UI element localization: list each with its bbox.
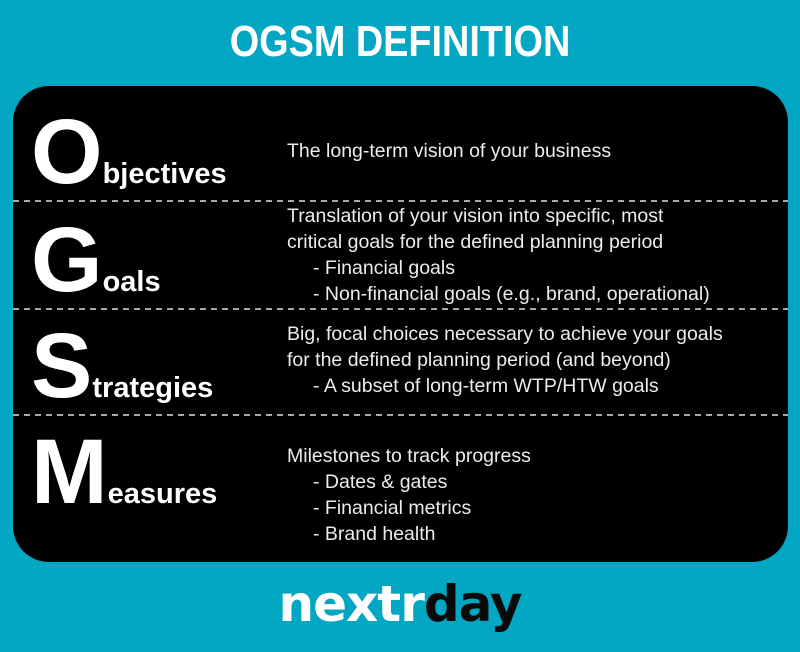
desc-goals: Translation of your vision into specific… xyxy=(287,203,710,307)
divider xyxy=(13,414,788,416)
desc-objectives: The long-term vision of your business xyxy=(287,138,611,164)
desc-bullet: - A subset of long-term WTP/HTW goals xyxy=(313,375,659,397)
divider xyxy=(13,200,788,202)
term-rest: bjectives xyxy=(102,158,227,190)
desc-bullet: - Dates & gates xyxy=(313,471,448,493)
term-letter: O xyxy=(31,101,103,203)
desc-bullet: - Financial goals xyxy=(313,257,455,279)
term-letter: S xyxy=(31,315,92,417)
term-letter: M xyxy=(31,421,108,523)
logo-part-nextr: nextr xyxy=(278,575,425,633)
term-measures: Measures xyxy=(31,426,217,518)
term-rest: trategies xyxy=(92,372,214,404)
nextrday-logo: nextrday xyxy=(0,574,800,634)
term-rest: easures xyxy=(107,478,218,510)
desc-strategies: Big, focal choices necessary to achieve … xyxy=(287,321,723,399)
term-goals: Goals xyxy=(31,214,161,306)
desc-bullet: - Financial metrics xyxy=(313,497,472,519)
desc-measures: Milestones to track progress - Dates & g… xyxy=(287,443,531,547)
term-objectives: Objectives xyxy=(31,106,227,198)
desc-line: Big, focal choices necessary to achieve … xyxy=(287,323,723,345)
page-title: OGSM DEFINITION xyxy=(229,17,571,66)
desc-line: Translation of your vision into specific… xyxy=(287,205,664,227)
desc-line: critical goals for the defined planning … xyxy=(287,231,664,253)
desc-line: for the defined planning period (and bey… xyxy=(287,349,671,371)
logo-part-day: day xyxy=(423,575,523,633)
desc-line: Milestones to track progress xyxy=(287,445,531,467)
desc-bullet: - Brand health xyxy=(313,523,436,545)
term-letter: G xyxy=(31,209,103,311)
ogsm-card: Objectives The long-term vision of your … xyxy=(13,86,788,562)
divider xyxy=(13,308,788,310)
term-strategies: Strategies xyxy=(31,320,213,412)
desc-bullet: - Non-financial goals (e.g., brand, oper… xyxy=(313,283,710,305)
desc-line: The long-term vision of your business xyxy=(287,140,612,162)
term-rest: oals xyxy=(102,266,161,298)
